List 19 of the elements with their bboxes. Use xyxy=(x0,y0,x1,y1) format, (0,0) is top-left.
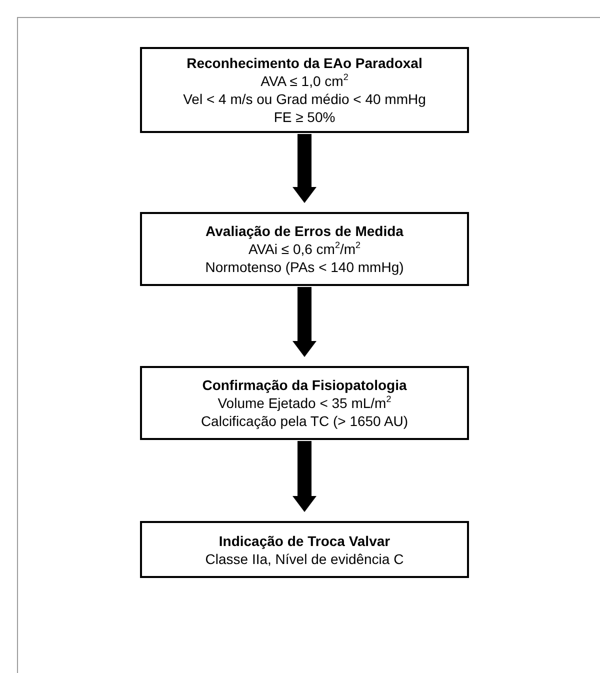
criterion-text: Normotenso (PAs < 140 mmHg) xyxy=(205,258,404,276)
process-box xyxy=(140,521,469,578)
process-box xyxy=(140,366,469,440)
criterion-text: Volume Ejetado < 35 mL/m$^{2}$ xyxy=(218,394,392,412)
box-heading: Indicação de Troca Valvar xyxy=(218,532,390,550)
box-heading: Avaliação de Erros de Medida xyxy=(206,222,404,240)
box-heading: Reconhecimento da EAo Paradoxal xyxy=(186,54,422,72)
box-heading: Confirmação da Fisiopatologia xyxy=(202,376,407,394)
criterion-text: AVA ≤ 1,0 cm$^{2}$ xyxy=(260,72,348,90)
criterion-text: FE ≥ 50% xyxy=(274,108,336,126)
arrow xyxy=(292,287,316,357)
arrow xyxy=(292,441,316,512)
criterion-text: Vel < 4 m/s ou Grad médio < 40 mmHg xyxy=(183,90,426,108)
criterion-text: AVAi ≤ 0,6 cm$^{2}$/m$^{2}$ xyxy=(248,240,361,258)
process-box xyxy=(140,212,469,286)
process-box xyxy=(140,47,469,133)
criterion-text: Calcificação pela TC (> 1650 AU) xyxy=(200,412,408,430)
criterion-text: Classe IIa, Nível de evidência C xyxy=(205,550,404,568)
arrow xyxy=(292,134,316,203)
